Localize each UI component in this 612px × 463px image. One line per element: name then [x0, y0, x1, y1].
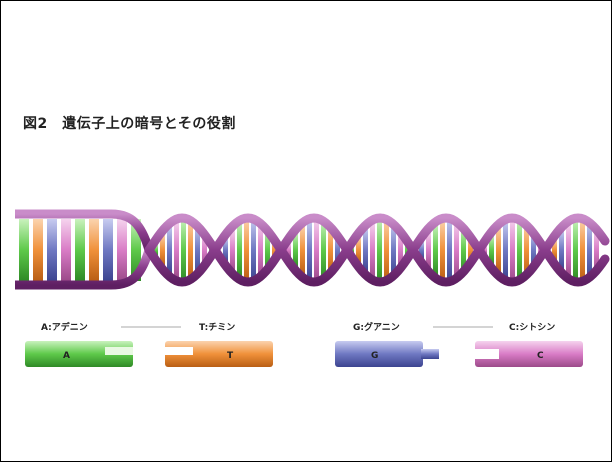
ladder-rung [61, 219, 71, 281]
guanine-label: G:グアニン [353, 321, 400, 333]
thymine-label: T:チミン [199, 322, 235, 333]
guanine-block [335, 341, 423, 367]
legend-cytosine: C:シトシン C [475, 322, 583, 367]
helix-rung [384, 218, 389, 282]
helix-rung [503, 220, 508, 280]
guanine-letter: G [371, 351, 378, 361]
helix-rung [258, 221, 263, 279]
cytosine-letter: C [537, 351, 544, 361]
helix-rung [230, 229, 235, 271]
helix-rung [489, 235, 494, 265]
helix-rung [356, 236, 361, 264]
helix-rung [251, 218, 256, 282]
helix-rung [328, 224, 333, 276]
helix-rung [580, 218, 585, 282]
helix-rung [573, 218, 578, 282]
guanine-tab [421, 349, 439, 359]
helix-rung [223, 238, 228, 262]
helix-rung [468, 234, 473, 266]
helix-rung [286, 242, 291, 258]
cytosine-notch [475, 349, 499, 359]
helix-rung [174, 220, 179, 280]
ladder-rung [19, 219, 29, 281]
legend-adenine: A:アデニン A [25, 321, 181, 367]
ladder-rung [117, 219, 127, 281]
helix-rung [552, 239, 557, 261]
ladder-rung [33, 219, 43, 281]
helix-rung [496, 226, 501, 274]
helix-rung [461, 225, 466, 275]
helix-rung [160, 234, 165, 266]
helix-rung [265, 227, 270, 273]
helix-rung [510, 218, 515, 282]
thymine-letter: T [227, 351, 234, 361]
helix-rung [181, 218, 186, 282]
ladder-rung [47, 219, 57, 281]
helix-rung [405, 238, 410, 262]
strand-top-ladder [15, 209, 154, 252]
helix-rung [272, 236, 277, 264]
helix-rung [440, 219, 445, 281]
helix-rung [377, 218, 382, 282]
helix-rung [370, 221, 375, 279]
backbone-strands [15, 209, 610, 290]
helix-rung [167, 225, 172, 275]
helix-rung [587, 220, 592, 280]
adenine-notch [105, 347, 133, 355]
adenine-letter: A [63, 351, 70, 361]
helix-rung [398, 229, 403, 271]
helix-rung [307, 219, 312, 281]
helix-rung [447, 218, 452, 282]
helix-rung [559, 230, 564, 270]
base-pair-rungs [19, 218, 599, 282]
helix-rung [426, 231, 431, 269]
cytosine-label: C:シトシン [509, 322, 555, 333]
helix-rung [566, 223, 571, 277]
helix-rung [202, 231, 207, 269]
helix-rung [335, 232, 340, 268]
legend-thymine: T:チミン T [165, 322, 273, 367]
ladder-rung [89, 219, 99, 281]
helix-rung [419, 240, 424, 260]
ladder-rung [103, 219, 113, 281]
thymine-notch [165, 347, 193, 355]
ladder-rung [75, 219, 85, 281]
helix-rung [195, 223, 200, 277]
helix-rung [237, 222, 242, 278]
helix-rung [363, 227, 368, 273]
legend-guanine: G:グアニン G [335, 321, 493, 367]
strand-one [144, 213, 610, 287]
helix-rung [314, 218, 319, 282]
helix-rung [188, 219, 193, 281]
helix-rung [293, 232, 298, 268]
strand-two [144, 213, 610, 287]
helix-rung [594, 226, 599, 274]
cytosine-block [475, 341, 583, 367]
adenine-label: A:アデニン [41, 321, 88, 333]
helix-rung [482, 245, 487, 255]
legend: A:アデニン A T:チミン T G:グアニン G [25, 321, 583, 367]
ladder-rung [131, 219, 141, 281]
helix-rung [454, 220, 459, 280]
helix-rung [153, 243, 158, 257]
helix-rung [391, 222, 396, 278]
helix-rung [433, 223, 438, 277]
helix-rung [517, 218, 522, 282]
figure-title: 図2 遺伝子上の暗号とその役割 [23, 116, 236, 132]
helix-rung [531, 230, 536, 270]
helix-rung [524, 223, 529, 277]
strand-bottom-ladder [15, 248, 154, 290]
helix-rung [321, 219, 326, 281]
helix-rung [300, 224, 305, 276]
helix-rung [244, 218, 249, 282]
